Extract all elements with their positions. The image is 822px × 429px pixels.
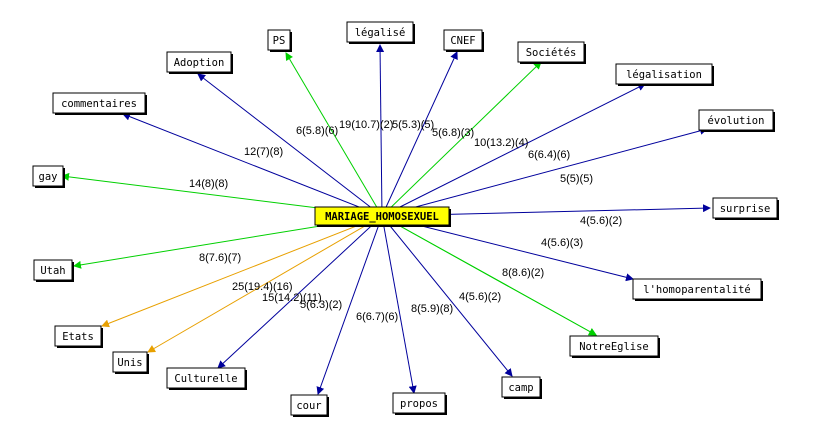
node-label: cour bbox=[296, 400, 321, 412]
node-label: légalisation bbox=[626, 69, 702, 81]
edge-label-homoparentalite: 4(5.6)(2) bbox=[580, 215, 622, 227]
edge-label-cnef: 5(5.3)(5) bbox=[392, 119, 434, 131]
edge-label-notreeglise: 4(5.6)(3) bbox=[541, 237, 583, 249]
node-label: l'homoparentalité bbox=[643, 284, 750, 296]
node-label: Etats bbox=[62, 331, 94, 343]
node-box bbox=[392, 392, 446, 414]
node-box bbox=[346, 21, 414, 43]
node-label: légalisé bbox=[355, 27, 406, 39]
node-box bbox=[698, 109, 774, 131]
edge-cnef bbox=[381, 51, 458, 217]
node-gay[interactable]: gay bbox=[32, 165, 65, 188]
edge-cour bbox=[316, 215, 383, 395]
node-box bbox=[166, 367, 246, 389]
node-box bbox=[290, 394, 328, 416]
edge-label-unis: 15(14.2)(11) bbox=[262, 292, 322, 304]
node-box bbox=[54, 325, 102, 347]
edge-legalise bbox=[376, 44, 385, 217]
edge-label-cour: 6(6.7)(6) bbox=[356, 311, 398, 323]
edge-label-gay: 14(8)(8) bbox=[189, 178, 228, 190]
node-label: évolution bbox=[708, 115, 765, 127]
node-box bbox=[501, 376, 541, 398]
node-legalisation[interactable]: légalisation bbox=[615, 63, 714, 86]
node-cnef[interactable]: CNEF bbox=[443, 29, 484, 52]
edge-evolution bbox=[381, 126, 708, 217]
edge-label-societes: 5(6.8)(3) bbox=[432, 127, 474, 139]
node-unis[interactable]: Unis bbox=[112, 351, 149, 374]
node-camp[interactable]: camp bbox=[501, 376, 542, 399]
node-box bbox=[615, 63, 713, 85]
node-box bbox=[267, 29, 291, 51]
edge-label-evolution: 6(6.4)(6) bbox=[528, 149, 570, 161]
node-box bbox=[712, 197, 778, 219]
node-box bbox=[632, 278, 762, 300]
edge-propos bbox=[381, 215, 417, 394]
node-label: Culturelle bbox=[174, 373, 237, 385]
edge-label-surprise: 5(5)(5) bbox=[560, 173, 593, 185]
edge-label-commentaires: 12(7)(8) bbox=[244, 146, 283, 158]
edge-label-legalisation: 10(13.2)(4) bbox=[474, 137, 528, 149]
node-label: Unis bbox=[117, 357, 142, 369]
node-box bbox=[443, 29, 483, 51]
edge-commentaires bbox=[122, 112, 383, 217]
node-label: NotreEglise bbox=[579, 341, 649, 353]
edge-label-camp: 4(5.6)(2) bbox=[459, 291, 501, 303]
node-societes[interactable]: Sociétés bbox=[517, 41, 586, 64]
node-label: gay bbox=[39, 171, 58, 183]
edge-label-homoparentalite_b: 8(8.6)(2) bbox=[502, 267, 544, 279]
edge-ps bbox=[285, 52, 383, 217]
edge-labels-layer: 6(5.8)(6)19(10.7)(2)5(5.3)(5)5(6.8)(3)10… bbox=[189, 119, 622, 323]
center-node[interactable]: MARIAGE_HOMOSEXUEL bbox=[314, 206, 451, 227]
node-label: commentaires bbox=[61, 98, 137, 110]
node-label: Utah bbox=[40, 265, 65, 277]
node-box bbox=[569, 335, 659, 357]
node-label: surprise bbox=[720, 203, 771, 215]
node-box bbox=[33, 259, 73, 281]
node-surprise[interactable]: surprise bbox=[712, 197, 779, 220]
node-cour[interactable]: cour bbox=[290, 394, 329, 417]
node-ps[interactable]: PS bbox=[267, 29, 292, 52]
node-box bbox=[32, 165, 64, 187]
node-label: camp bbox=[508, 382, 533, 394]
edge-label-ps: 6(5.8)(6) bbox=[296, 125, 338, 137]
node-commentaires[interactable]: commentaires bbox=[52, 92, 147, 115]
node-label: propos bbox=[400, 398, 438, 410]
node-label: Adoption bbox=[174, 57, 225, 69]
edge-label-etats: 25(19.4)(16) bbox=[232, 281, 293, 293]
node-label: Sociétés bbox=[526, 47, 577, 59]
node-notreeglise[interactable]: NotreEglise bbox=[569, 335, 660, 358]
node-etats[interactable]: Etats bbox=[54, 325, 103, 348]
node-label: CNEF bbox=[450, 35, 475, 47]
node-legalise[interactable]: légalisé bbox=[346, 21, 415, 44]
node-label: PS bbox=[273, 35, 286, 47]
center-label: MARIAGE_HOMOSEXUEL bbox=[325, 211, 439, 223]
node-culturelle[interactable]: Culturelle bbox=[166, 367, 247, 390]
edge-etats bbox=[101, 215, 383, 328]
node-propos[interactable]: propos bbox=[392, 392, 447, 415]
edge-societes bbox=[381, 61, 542, 217]
node-box bbox=[52, 92, 146, 114]
edge-label-legalise: 19(10.7)(2) bbox=[339, 119, 393, 131]
edge-camp bbox=[381, 215, 513, 377]
node-evolution[interactable]: évolution bbox=[698, 109, 775, 132]
node-homoparentalite[interactable]: l'homoparentalité bbox=[632, 278, 763, 301]
node-box bbox=[517, 41, 585, 63]
edge-culturelle bbox=[217, 215, 383, 369]
node-box bbox=[166, 51, 232, 73]
edge-adoption bbox=[197, 73, 383, 217]
edge-legalisation bbox=[381, 83, 646, 217]
center-box bbox=[314, 206, 450, 226]
edge-notreeglise-green bbox=[381, 215, 597, 336]
node-adoption[interactable]: Adoption bbox=[166, 51, 233, 74]
edge-unis bbox=[147, 215, 383, 353]
edge-label-propos: 8(5.9)(8) bbox=[411, 303, 453, 315]
edge-label-culturelle: 5(6.3)(2) bbox=[300, 299, 342, 311]
node-box bbox=[112, 351, 148, 373]
edge-label-utah: 8(7.6)(7) bbox=[199, 252, 241, 264]
node-utah[interactable]: Utah bbox=[33, 259, 74, 282]
